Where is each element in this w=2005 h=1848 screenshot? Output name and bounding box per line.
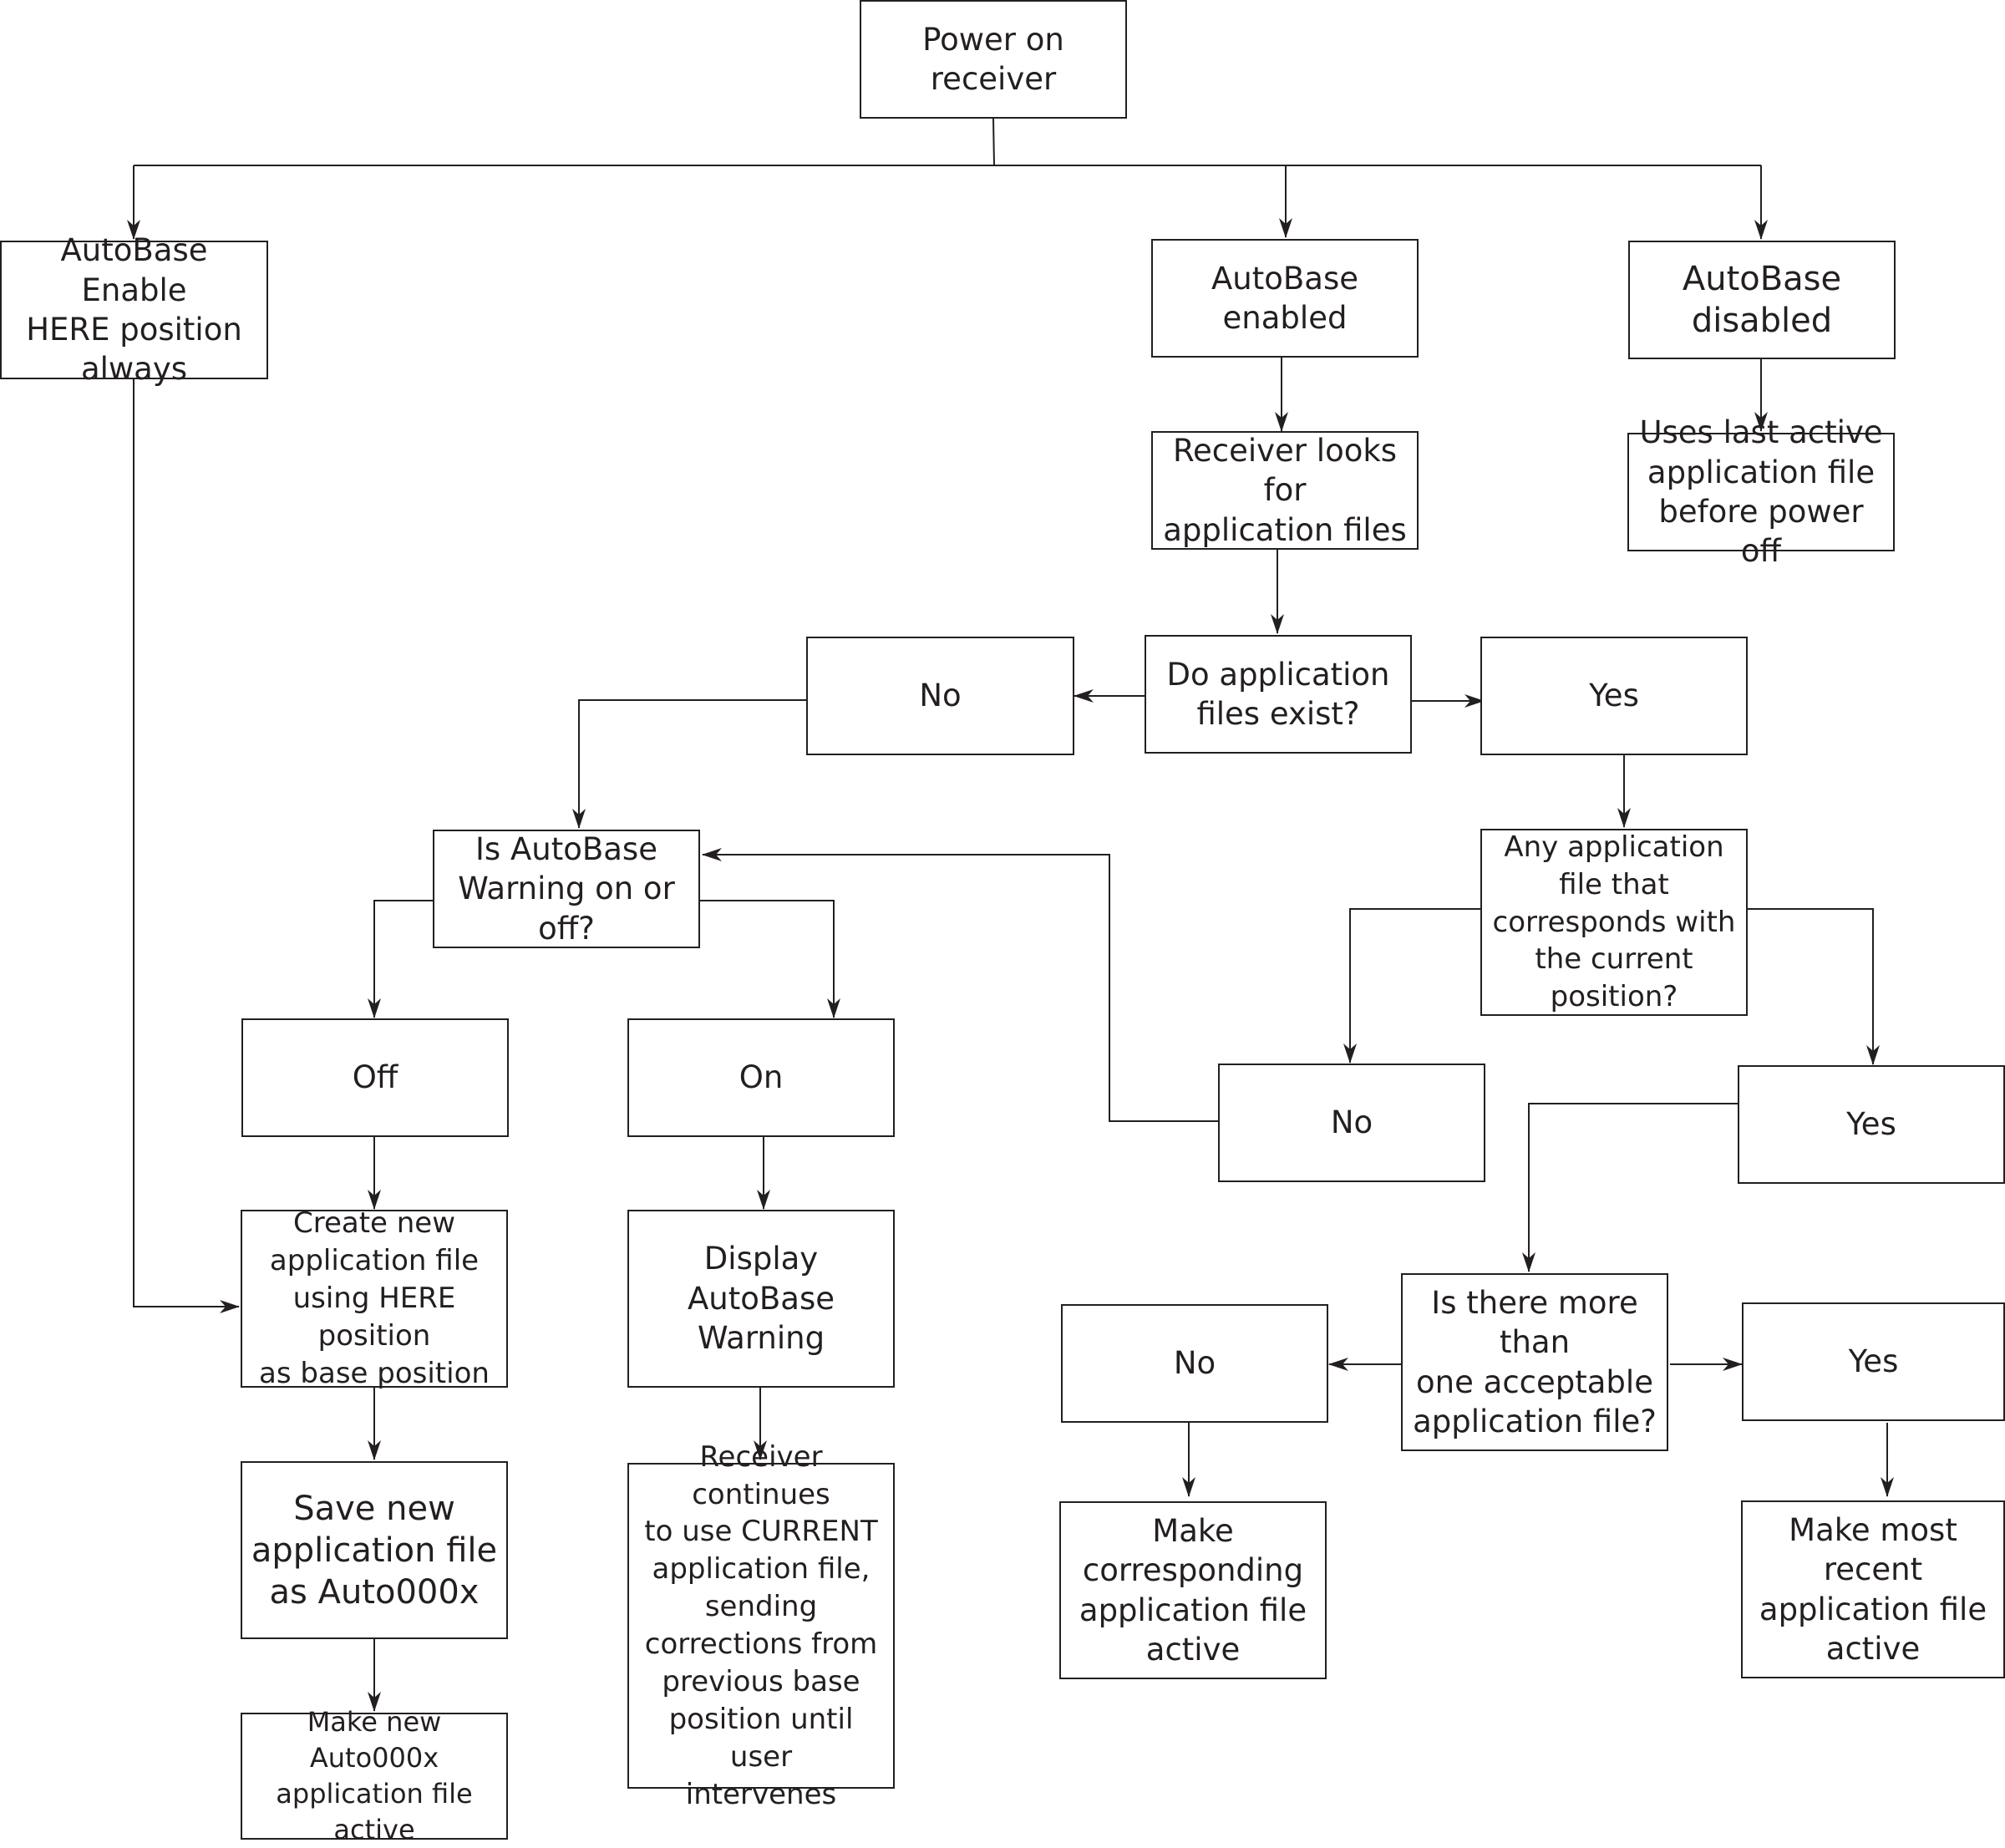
node-make-most-recent-active-label: Make most recent application file active bbox=[1759, 1511, 1987, 1667]
node-make-most-recent-active: Make most recent application file active bbox=[1741, 1500, 2005, 1678]
node-warning-on-label: On bbox=[739, 1059, 784, 1096]
node-no-files-label: No bbox=[919, 678, 962, 714]
node-yes-corresponding-label: Yes bbox=[1846, 1106, 1896, 1143]
node-make-auto000x-active: Make new Auto000x application file activ… bbox=[241, 1706, 508, 1845]
arrow-no-corresponding-to-warning bbox=[702, 848, 1218, 1122]
node-receiver-looks: Receiver looks for application files bbox=[1151, 431, 1419, 550]
node-no-more-than-one: No bbox=[1061, 1304, 1328, 1423]
node-yes-more-than-one-label: Yes bbox=[1848, 1343, 1899, 1380]
node-create-new-file-label: Create new application file using HERE p… bbox=[259, 1206, 490, 1390]
arrow-warning-to-on bbox=[700, 900, 840, 1018]
node-any-corresponding: Any application file that corresponds wi… bbox=[1480, 829, 1748, 1016]
arrow-no-files-to-warning bbox=[572, 699, 806, 829]
node-yes-files-label: Yes bbox=[1589, 678, 1639, 714]
node-more-than-one: Is there more than one acceptable applic… bbox=[1401, 1273, 1668, 1451]
node-is-warning-on-label: Is AutoBase Warning on or off? bbox=[458, 830, 675, 947]
node-uses-last-active: Uses last active application file before… bbox=[1627, 414, 1895, 569]
arrow-corresponding-to-yes bbox=[1746, 908, 1880, 1065]
connector-power-trunk bbox=[992, 118, 995, 166]
node-autobase-enable-here-label: AutoBase Enable HERE position always bbox=[26, 232, 242, 388]
node-display-warning: Display AutoBase Warning bbox=[627, 1210, 895, 1388]
node-yes-more-than-one: Yes bbox=[1742, 1302, 2005, 1421]
node-save-new-file-label: Save new application file as Auto000x bbox=[251, 1489, 498, 1612]
node-power-on-label: Power on receiver bbox=[922, 21, 1064, 97]
node-uses-last-active-label: Uses last active application file before… bbox=[1639, 414, 1883, 570]
node-autobase-disabled: AutoBase disabled bbox=[1628, 241, 1896, 359]
node-make-corresponding-active-label: Make corresponding application file acti… bbox=[1079, 1512, 1307, 1668]
node-autobase-disabled-label: AutoBase disabled bbox=[1682, 260, 1842, 340]
node-autobase-enabled: AutoBase enabled bbox=[1151, 239, 1419, 358]
node-no-files: No bbox=[806, 637, 1074, 755]
node-power-on: Power on receiver bbox=[860, 0, 1127, 119]
node-is-warning-on: Is AutoBase Warning on or off? bbox=[433, 830, 700, 948]
node-make-auto000x-active-label: Make new Auto000x application file activ… bbox=[276, 1706, 473, 1845]
node-no-more-than-one-label: No bbox=[1173, 1345, 1216, 1382]
node-display-warning-label: Display AutoBase Warning bbox=[687, 1241, 835, 1357]
node-do-files-exist-label: Do application files exist? bbox=[1166, 656, 1390, 732]
node-receiver-continues: Receiver continues to use CURRENT applic… bbox=[627, 1440, 895, 1811]
arrow-enable-here-to-create bbox=[133, 379, 240, 1313]
node-no-corresponding-label: No bbox=[1330, 1104, 1373, 1141]
node-warning-on: On bbox=[627, 1018, 895, 1137]
node-any-corresponding-label: Any application file that corresponds wi… bbox=[1492, 830, 1736, 1014]
arrow-warning-to-off bbox=[368, 900, 433, 1018]
node-no-corresponding: No bbox=[1218, 1064, 1485, 1182]
node-create-new-file: Create new application file using HERE p… bbox=[241, 1206, 508, 1390]
node-receiver-looks-label: Receiver looks for application files bbox=[1163, 432, 1407, 548]
node-make-corresponding-active: Make corresponding application file acti… bbox=[1059, 1501, 1327, 1679]
node-warning-off-label: Off bbox=[352, 1059, 398, 1096]
node-more-than-one-label: Is there more than one acceptable applic… bbox=[1413, 1284, 1657, 1439]
node-warning-off: Off bbox=[241, 1018, 509, 1137]
node-save-new-file: Save new application file as Auto000x bbox=[241, 1461, 508, 1639]
arrow-yes-corresponding-to-more-than-one bbox=[1522, 1103, 1738, 1272]
node-do-files-exist: Do application files exist? bbox=[1145, 635, 1412, 754]
node-receiver-continues-label: Receiver continues to use CURRENT applic… bbox=[644, 1439, 878, 1811]
node-autobase-enable-here: AutoBase Enable HERE position always bbox=[0, 232, 268, 387]
node-yes-files: Yes bbox=[1480, 637, 1748, 755]
arrow-corresponding-to-no bbox=[1343, 908, 1480, 1064]
node-autobase-enabled-label: AutoBase enabled bbox=[1211, 260, 1358, 336]
node-yes-corresponding: Yes bbox=[1738, 1065, 2005, 1184]
